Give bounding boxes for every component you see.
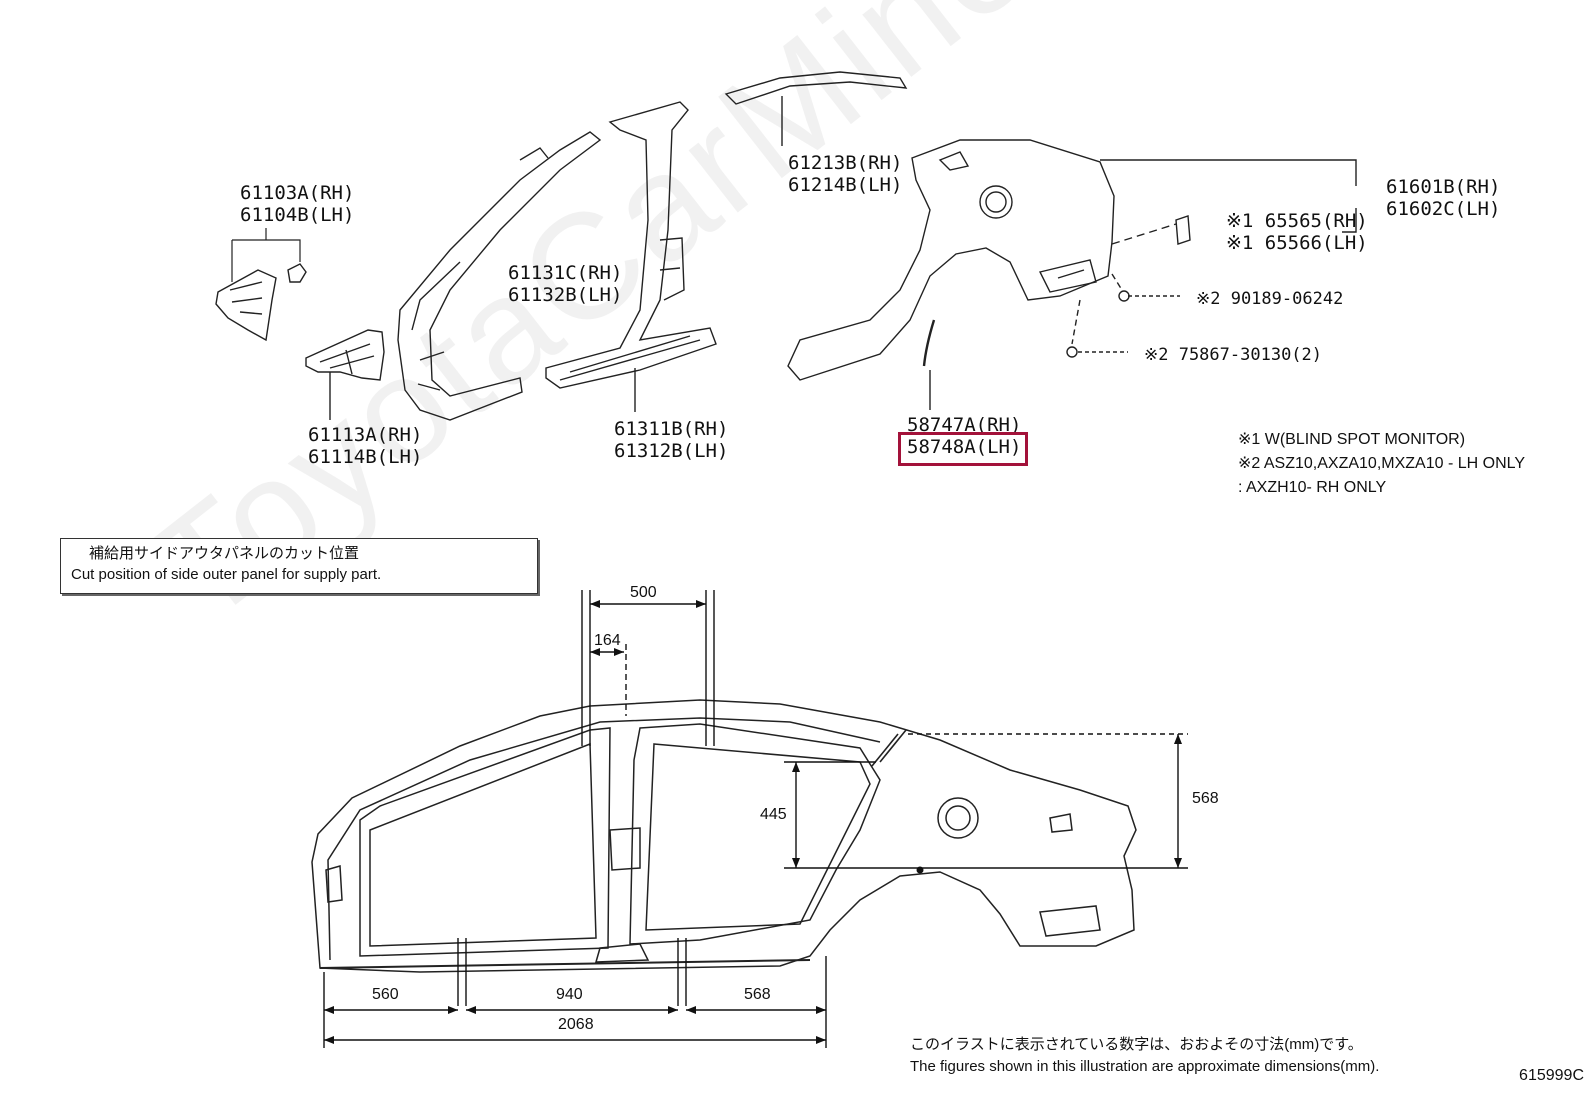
dim-2068: 2068 bbox=[558, 1016, 594, 1033]
part-58747-outline bbox=[922, 319, 936, 367]
part-61601-outline bbox=[787, 139, 1115, 381]
dim-568-vertical: 568 bbox=[1192, 790, 1219, 807]
label-90189[interactable]: ※2 90189-06242 bbox=[1196, 289, 1344, 309]
label-75867[interactable]: ※2 75867-30130(2) bbox=[1144, 345, 1323, 365]
dimension-note: このイラストに表示されている数字は、おおよその寸法(mm)です。 The fig… bbox=[910, 1034, 1379, 1078]
footnote-2: ※2 ASZ10,AXZA10,MXZA10 - LH ONLY bbox=[1238, 455, 1525, 472]
dim-940: 940 bbox=[556, 986, 583, 1003]
cut-position-box: 補給用サイドアウタパネルのカット位置 Cut position of side … bbox=[60, 538, 538, 594]
highlight-58748-box bbox=[898, 432, 1028, 466]
label-65565[interactable]: ※1 65565(RH) ※1 65566(LH) bbox=[1226, 210, 1368, 254]
figure-code: 615999C bbox=[1519, 1067, 1584, 1084]
part-61131-outline bbox=[397, 131, 602, 421]
part-61213-outline bbox=[724, 71, 908, 105]
label-61103[interactable]: 61103A(RH) 61104B(LH) bbox=[240, 182, 355, 226]
dimension-note-jp: このイラストに表示されている数字は、おおよその寸法(mm)です。 bbox=[910, 1036, 1363, 1053]
label-58747[interactable]: 58747A(RH) 58748A(LH) bbox=[907, 414, 1022, 458]
dimension-note-en: The figures shown in this illustration a… bbox=[910, 1058, 1380, 1075]
body-side-outline bbox=[311, 699, 1137, 973]
label-61113[interactable]: 61113A(RH) 61114B(LH) bbox=[308, 424, 423, 468]
dim-560: 560 bbox=[372, 986, 399, 1003]
label-61131[interactable]: 61131C(RH) 61132B(LH) bbox=[508, 262, 623, 306]
label-61311[interactable]: 61311B(RH) 61312B(LH) bbox=[614, 418, 729, 462]
label-61213[interactable]: 61213B(RH) 61214B(LH) bbox=[788, 152, 903, 196]
part-61103-outline bbox=[215, 269, 277, 342]
dim-500: 500 bbox=[630, 584, 657, 601]
footnote-1: ※1 W(BLIND SPOT MONITOR) bbox=[1238, 431, 1466, 448]
cut-box-en: Cut position of side outer panel for sup… bbox=[71, 566, 382, 583]
footnotes: ※1 W(BLIND SPOT MONITOR) ※2 ASZ10,AXZA10… bbox=[1238, 428, 1525, 500]
dim-164: 164 bbox=[594, 632, 621, 649]
cut-box-jp: 補給用サイドアウタパネルのカット位置 bbox=[89, 545, 360, 562]
dim-445: 445 bbox=[760, 806, 787, 823]
part-61113-outline bbox=[305, 329, 385, 381]
footnote-3: : AXZH10- RH ONLY bbox=[1238, 479, 1387, 496]
dim-568-horizontal: 568 bbox=[744, 986, 771, 1003]
label-61601[interactable]: 61601B(RH) 61602C(LH) bbox=[1386, 176, 1501, 220]
part-61311-outline bbox=[545, 101, 717, 389]
